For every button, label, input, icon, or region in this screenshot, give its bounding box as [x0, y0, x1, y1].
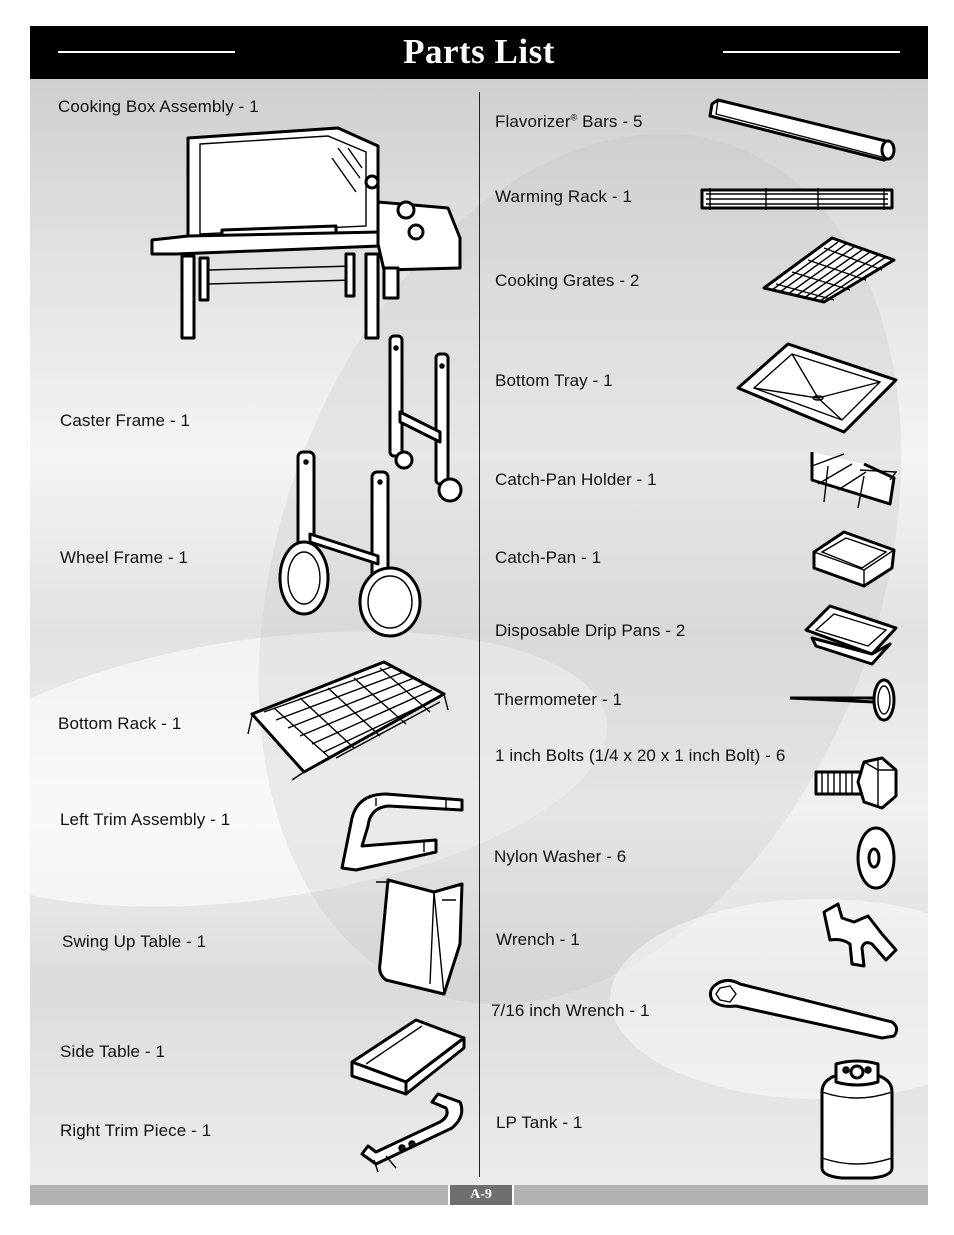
part-label-lp-tank: LP Tank - 1	[496, 1113, 583, 1132]
part-label-catch-pan: Catch-Pan - 1	[495, 548, 602, 567]
page-number: A-9	[448, 1185, 514, 1205]
grill-icon	[150, 126, 462, 340]
part-label-left-trim: Left Trim Assembly - 1	[60, 810, 231, 829]
page-footer: A-9	[30, 1185, 928, 1205]
swing-up-table-icon	[376, 878, 464, 996]
part-label-bolts: 1 inch Bolts (1/4 x 20 x 1 inch Bolt) - …	[495, 746, 786, 765]
column-divider	[479, 92, 480, 1177]
part-label-wrench: Wrench - 1	[496, 930, 580, 949]
bottom-tray-icon	[736, 342, 898, 434]
part-label-bottom-rack: Bottom Rack - 1	[58, 714, 182, 733]
header-rule-right	[723, 51, 900, 53]
flavorizer-bar-icon	[708, 98, 896, 162]
header-rule-left	[58, 51, 235, 53]
page-header: Parts List	[30, 26, 928, 79]
part-label-swing-table: Swing Up Table - 1	[62, 932, 207, 951]
box-wrench-icon	[708, 979, 899, 1040]
part-label-right-trim: Right Trim Piece - 1	[60, 1121, 212, 1140]
drip-pan-icon	[804, 604, 898, 666]
lp-tank-icon	[820, 1059, 894, 1180]
thermometer-icon	[789, 678, 896, 722]
part-label-caster-frame: Caster Frame - 1	[60, 411, 191, 430]
part-label-side-table: Side Table - 1	[60, 1042, 166, 1061]
part-label-wheel-frame: Wheel Frame - 1	[60, 548, 189, 567]
bottom-rack-icon	[247, 660, 449, 781]
part-label-drip-pans: Disposable Drip Pans - 2	[495, 621, 686, 640]
part-label-cooking-box: Cooking Box Assembly - 1	[58, 97, 259, 116]
part-label-catch-pan-holder: Catch-Pan Holder - 1	[495, 470, 657, 489]
part-label-warming-rack: Warming Rack - 1	[495, 187, 632, 206]
page-title: Parts List	[403, 32, 555, 71]
part-label-flavorizer: Flavorizer® Bars - 5	[495, 112, 643, 131]
left-trim-icon	[340, 792, 464, 872]
catch-pan-icon	[812, 530, 896, 588]
part-label-nylon-washer: Nylon Washer - 6	[494, 847, 627, 866]
part-label-box-wrench: 7/16 inch Wrench - 1	[491, 1001, 650, 1020]
wheel-frame-icon	[278, 450, 422, 638]
cooking-grate-icon	[762, 236, 896, 304]
part-label-thermometer: Thermometer - 1	[494, 690, 623, 709]
caster-frame-icon	[388, 334, 463, 503]
part-label-bottom-tray: Bottom Tray - 1	[495, 371, 613, 390]
part-label-cooking-grates: Cooking Grates - 2	[495, 271, 640, 290]
right-trim-icon	[360, 1092, 464, 1173]
warming-rack-icon	[700, 188, 894, 210]
catch-pan-holder-icon	[810, 452, 898, 509]
bolt-icon	[814, 756, 898, 810]
washer-icon	[856, 826, 896, 890]
side-table-icon	[350, 1018, 466, 1096]
wrench-icon	[822, 902, 898, 968]
